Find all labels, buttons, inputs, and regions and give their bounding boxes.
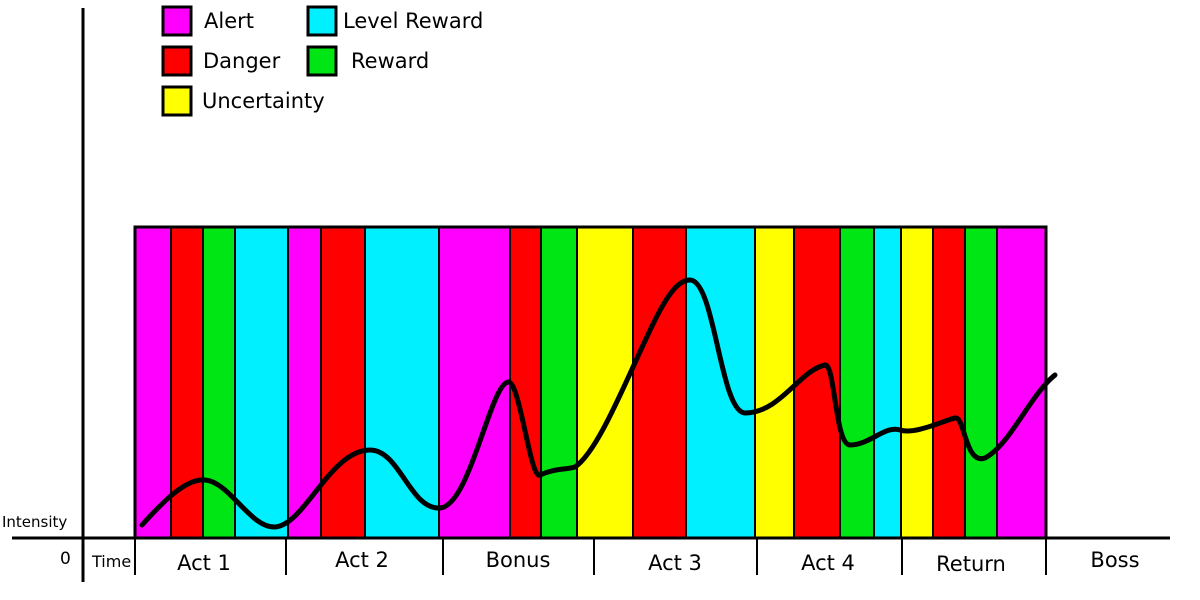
legend-item-danger: Danger [161,45,281,77]
band-level-reward [364,226,440,539]
act-label-boss: Boss [1090,548,1139,572]
band-alert [438,226,511,539]
legend-swatch-reward [306,45,338,77]
legend-label-level-reward: Level Reward [343,9,483,33]
legend-swatch-danger [161,45,193,77]
act-label-return: Return [936,552,1006,576]
legend-swatch-level-reward [306,5,338,37]
phase-bands [134,226,1047,539]
act-label-act-4: Act 4 [801,551,855,575]
band-level-reward [234,226,289,539]
band-uncertainty [900,226,934,539]
x-axis-label: Time [91,552,131,571]
act-labels: Act 1 Act 2 Bonus Act 3 Act 4 Return Bos… [177,548,1139,576]
band-reward [839,226,875,539]
act-dividers [134,538,1047,575]
legend-item-level-reward: Level Reward [306,5,483,37]
band-uncertainty [754,226,795,539]
legend: Alert Level Reward Danger Reward Uncerta… [161,5,483,117]
band-danger [632,226,687,539]
intensity-curve [139,277,1058,530]
band-level-reward [873,226,902,539]
y-axis-label: Intensity [2,513,67,531]
legend-label-uncertainty: Uncertainty [202,89,325,113]
act-label-act-1: Act 1 [177,551,231,575]
band-reward [540,226,578,539]
band-danger [320,226,366,539]
band-reward [964,226,998,539]
band-alert [134,226,172,539]
legend-swatch-uncertainty [161,85,193,117]
band-alert [996,226,1047,539]
act-label-act-3: Act 3 [648,551,702,575]
legend-item-alert: Alert [161,5,254,37]
band-danger [509,226,542,539]
act-label-bonus: Bonus [486,548,551,572]
origin-label: 0 [60,549,71,569]
band-level-reward [685,226,756,539]
legend-item-reward: Reward [306,45,429,77]
legend-label-alert: Alert [204,9,254,33]
band-danger [932,226,966,539]
legend-label-reward: Reward [351,49,429,73]
legend-item-uncertainty: Uncertainty [161,85,325,117]
act-label-act-2: Act 2 [335,548,389,572]
legend-swatch-alert [161,5,193,37]
legend-label-danger: Danger [203,49,281,73]
